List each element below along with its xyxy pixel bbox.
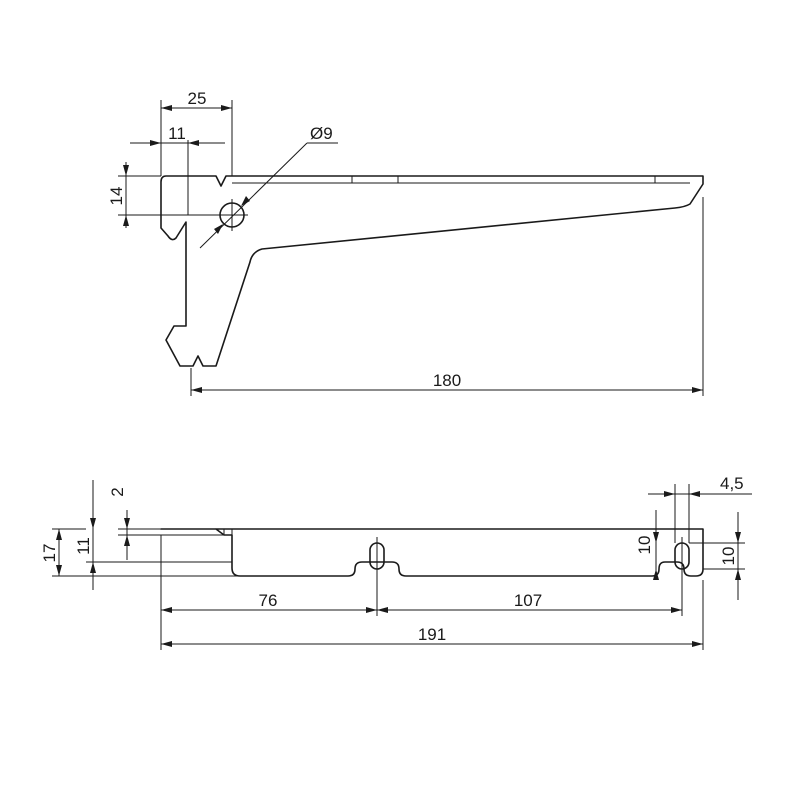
arrow-76-right xyxy=(366,607,377,613)
arrow-10-left-top xyxy=(653,532,659,543)
dim-label-11-top: 11 xyxy=(74,537,93,555)
arrow-14-top xyxy=(123,165,129,176)
arrow-10-left-bottom xyxy=(653,569,659,580)
dim-label-10-right: 10 xyxy=(719,547,738,566)
dim-label-4-5: 4,5 xyxy=(720,474,744,493)
arrow-191-left xyxy=(161,641,172,647)
arrow-107-left xyxy=(377,607,388,613)
dim-label-10-left: 10 xyxy=(635,536,654,555)
arrow-14-bottom xyxy=(123,215,129,226)
arrow-2-top xyxy=(124,518,130,529)
arrow-11-bottom xyxy=(90,562,96,573)
dim-label-2: 2 xyxy=(108,487,127,496)
arrow-11-left xyxy=(150,140,161,146)
arrow-4-5-left xyxy=(664,491,675,497)
top-view: 2 11 17 76 107 191 xyxy=(40,474,752,650)
arrow-11-right xyxy=(188,140,199,146)
dim-label-107: 107 xyxy=(514,591,542,610)
arrow-107-right xyxy=(671,607,682,613)
bracket-top-outline xyxy=(160,528,704,577)
arrow-191-right xyxy=(692,641,703,647)
arrow-10-right-bottom xyxy=(735,569,741,580)
arrow-4-5-right xyxy=(689,491,700,497)
arrow-180-right xyxy=(692,387,703,393)
arrow-2-bottom xyxy=(124,535,130,546)
dim-label-76: 76 xyxy=(259,591,278,610)
arrow-17-bottom xyxy=(56,565,62,576)
dim-label-11: 11 xyxy=(168,124,186,143)
dim-label-14: 14 xyxy=(107,187,126,206)
arrow-17-top xyxy=(56,529,62,540)
dim-label-191: 191 xyxy=(418,625,446,644)
dim-label-25: 25 xyxy=(188,89,207,108)
arrow-180-left xyxy=(191,387,202,393)
arrow-10-right-top xyxy=(735,532,741,543)
dim-label-180: 180 xyxy=(433,371,461,390)
leader-diameter xyxy=(199,142,308,249)
bracket-side-outline xyxy=(160,175,704,367)
arrow-25-left xyxy=(161,105,172,111)
arrow-25-right xyxy=(221,105,232,111)
side-view: 25 11 14 Ø9 180 xyxy=(107,89,704,396)
arrow-diameter-bottom xyxy=(214,224,223,234)
dim-label-17: 17 xyxy=(40,544,59,563)
arrow-76-left xyxy=(161,607,172,613)
arrow-diameter-top xyxy=(241,196,250,206)
arrow-11-top xyxy=(90,518,96,529)
dim-label-diameter: Ø9 xyxy=(310,124,333,143)
